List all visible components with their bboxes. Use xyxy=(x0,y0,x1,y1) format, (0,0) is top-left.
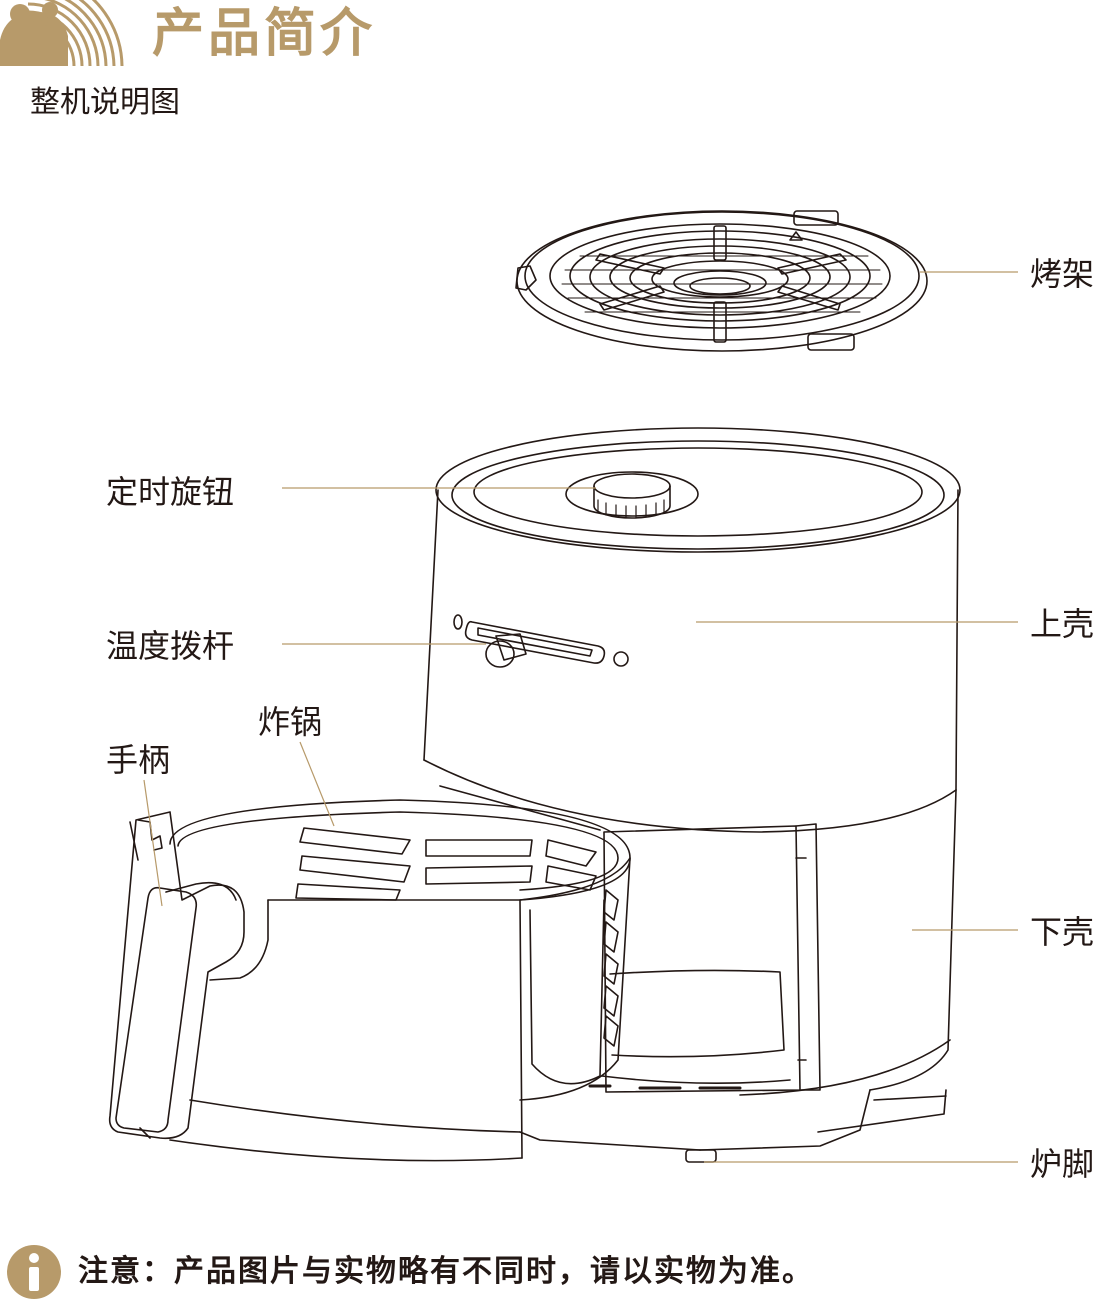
label-fry-pot: 炸锅 xyxy=(258,703,323,741)
notice-text: 注意：产品图片与实物略有不同时，请以实物为准。 xyxy=(78,1254,814,1289)
label-rack: 烤架 xyxy=(1030,255,1095,293)
fryer-body-illustration xyxy=(423,427,961,1163)
leader-fry-pot xyxy=(299,741,335,827)
leader-handle xyxy=(143,779,163,907)
label-timer-knob: 定时旋钮 xyxy=(106,473,235,511)
brand-logo-icon xyxy=(0,0,124,67)
label-temp-lever: 温度拨杆 xyxy=(106,627,235,665)
air-fryer-diagram xyxy=(108,210,1018,1163)
rack-illustration xyxy=(515,210,928,352)
page-subtitle: 整机说明图 xyxy=(30,85,180,120)
info-icon xyxy=(7,1245,61,1299)
label-upper-shell: 上壳 xyxy=(1030,605,1095,643)
label-handle: 手柄 xyxy=(106,741,171,779)
label-lower-shell: 下壳 xyxy=(1030,913,1095,951)
label-foot: 炉脚 xyxy=(1030,1145,1095,1183)
page-title: 产品简介 xyxy=(152,4,377,64)
fry-pot-illustration xyxy=(108,799,631,1162)
